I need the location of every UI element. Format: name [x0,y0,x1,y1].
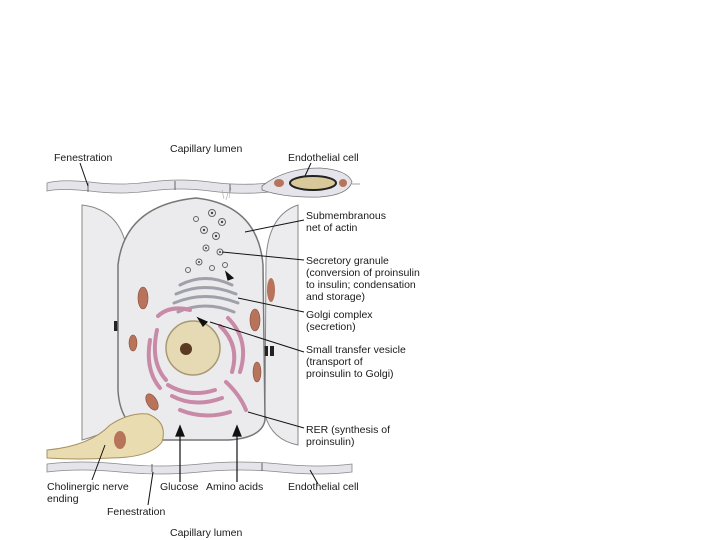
label-amino-acids: Amino acids [206,481,264,493]
label-golgi-complex: Golgi complex (secretion) [306,309,373,333]
label-endothelial-cell-top: Endothelial cell [288,152,359,164]
secretory-granules [185,209,228,273]
endothelium-top [46,179,271,194]
label-secretory-granule: Secretory granule (conversion of proinsu… [306,255,420,303]
label-fenestration-top: Fenestration [54,152,113,164]
mitochondria [128,286,262,411]
nucleus [165,320,221,376]
arrows [175,270,242,482]
label-fenestration-bottom: Fenestration [107,506,166,518]
granule-cores [198,211,224,263]
label-endothelial-cell-bottom: Endothelial cell [288,481,359,493]
label-submembranous: Submembranous net of actin [306,210,386,234]
neighbour-cell-right [264,204,299,446]
label-rer: RER (synthesis of proinsulin) [306,424,391,448]
endothelium-bottom [46,461,353,475]
label-capillary-lumen-bottom: Capillary lumen [170,527,243,539]
nucleolus [180,343,192,355]
label-cholinergic: Cholinergic nerve ending [47,481,129,505]
leader-lines [79,162,319,506]
label-capillary-lumen-top: Capillary lumen [170,143,243,155]
label-glucose: Glucose [160,481,199,493]
junction-right [264,346,274,356]
endothelial-nucleus [289,175,337,191]
rough-er [146,306,248,418]
endothelial-cell-top [261,167,360,198]
label-transfer-vesicle: Small transfer vesicle (transport of pro… [306,344,406,380]
